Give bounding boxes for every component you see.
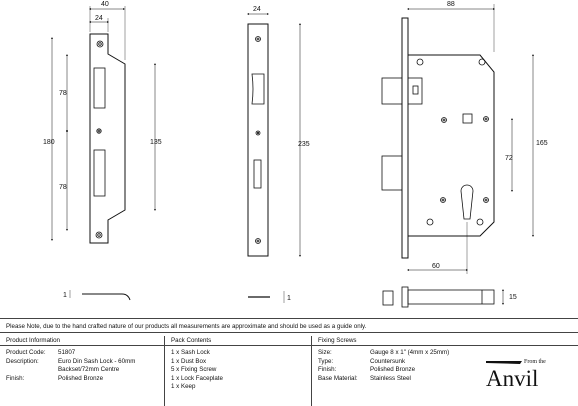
product-information-panel: Product Information Product Code:51807 D… bbox=[0, 336, 165, 406]
fixing-screws-panel: Fixing Screws Size:Gauge 8 x 1" (4mm x 2… bbox=[312, 336, 578, 406]
spec-row: Base Material:Stainless Steel bbox=[318, 374, 411, 382]
dim-keep-lower: 78 bbox=[59, 184, 67, 191]
product-information-heading: Product Information bbox=[0, 336, 164, 346]
anvil-logo: From the Anvil bbox=[486, 359, 546, 391]
pack-contents-panel: Pack Contents 1 x Sash Lock 1 x Dust Box… bbox=[165, 336, 312, 406]
dim-forend-height: 235 bbox=[298, 141, 310, 148]
logo-brand-text: Anvil bbox=[486, 366, 538, 391]
list-item: 1 x Keep bbox=[171, 383, 196, 391]
body-bottom-view bbox=[382, 286, 504, 308]
dim-keep-centres: 135 bbox=[150, 139, 162, 146]
spec-row: Finish:Polished Bronze bbox=[318, 366, 416, 374]
pack-contents-heading: Pack Contents bbox=[165, 336, 311, 346]
dim-keep-total-height: 180 bbox=[43, 139, 55, 146]
dim-keep-inset: 24 bbox=[95, 15, 103, 22]
spec-row: Product Code:51807 bbox=[6, 349, 76, 356]
spec-row: Finish:Polished Bronze bbox=[6, 374, 104, 382]
keep-plate bbox=[89, 33, 126, 244]
forend-plate bbox=[247, 23, 269, 257]
anvil-icon bbox=[486, 361, 522, 364]
spec-row: Description:Euro Din Sash Lock - 60mm bbox=[6, 357, 136, 365]
logo-small-text: From the bbox=[524, 359, 546, 365]
dim-keep-thickness: 1 bbox=[63, 292, 67, 299]
dim-backset: 60 bbox=[432, 263, 440, 270]
disclaimer-note: Please Note, due to the hand crafted nat… bbox=[0, 318, 578, 333]
dim-keep-width: 40 bbox=[101, 1, 109, 8]
forend-bottom-view bbox=[248, 291, 285, 303]
lock-body bbox=[381, 17, 495, 259]
dim-case-thickness: 15 bbox=[509, 294, 517, 301]
fixing-screws-heading: Fixing Screws bbox=[312, 336, 578, 346]
list-item: 1 x Dust Box bbox=[171, 357, 207, 365]
spec-row: Size:Gauge 8 x 1" (4mm x 25mm) bbox=[318, 349, 450, 356]
spec-row: Backset/72mm Centre bbox=[58, 366, 120, 374]
dim-keep-upper: 78 bbox=[59, 90, 67, 97]
dim-forend-thickness: 1 bbox=[287, 295, 291, 302]
lock-technical-drawing: 40 24 180 78 78 135 24 235 88 165 72 60 … bbox=[43, 1, 548, 308]
dim-body-height: 165 bbox=[536, 140, 548, 147]
list-item: 5 x Fixing Screw bbox=[171, 366, 217, 374]
keep-bottom-view bbox=[69, 290, 131, 301]
list-item: 1 x Lock Faceplate bbox=[171, 374, 223, 382]
spec-row: Type:Countersunk bbox=[318, 357, 406, 365]
list-item: 1 x Sash Lock bbox=[171, 349, 210, 356]
dim-forend-width: 24 bbox=[253, 6, 261, 13]
dim-centres: 72 bbox=[505, 155, 513, 162]
dim-body-depth: 88 bbox=[447, 1, 455, 8]
